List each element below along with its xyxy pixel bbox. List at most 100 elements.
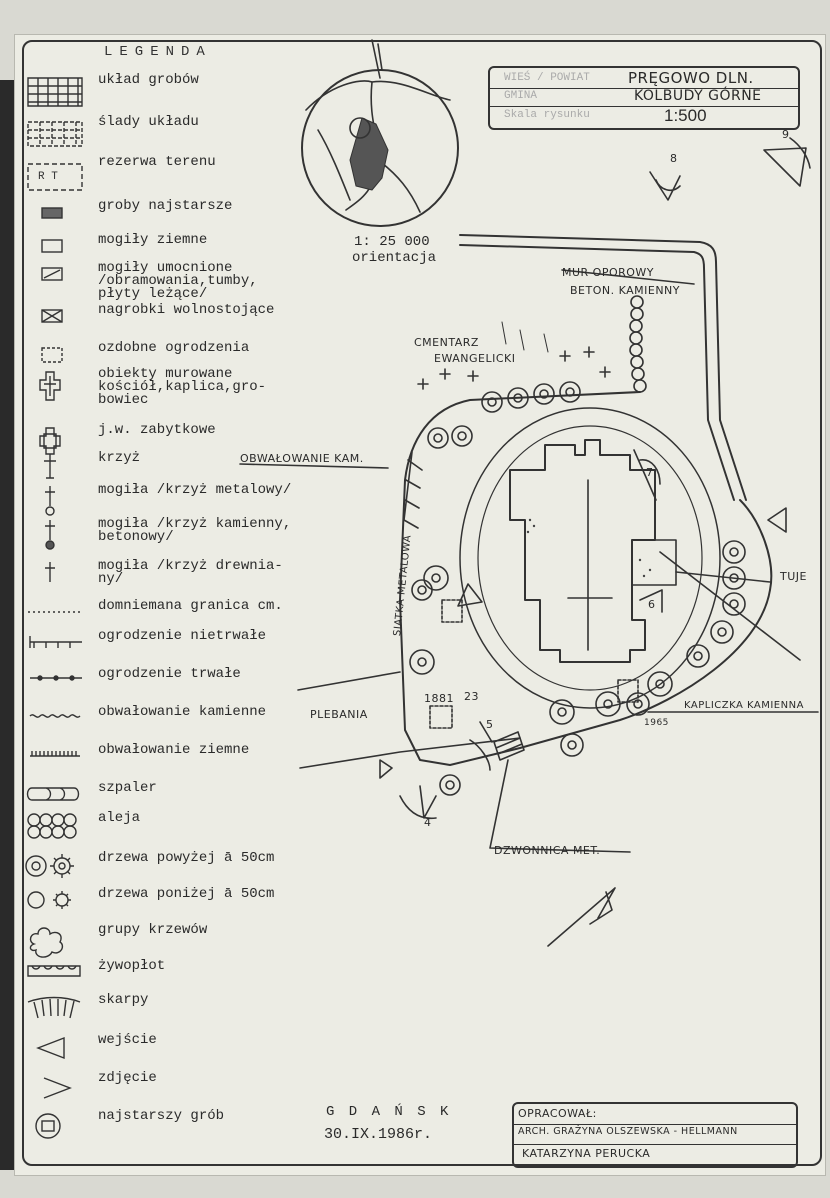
label-num-23: 23 [464,690,479,703]
legend-label: układ grobów [98,72,199,88]
legend-label: nagrobki wolnostojące [98,302,275,318]
photo-num-5: 5 [486,718,494,731]
slashed-rect-icon [41,267,63,281]
legend-label: obiekty murowane kościół,kaplica,gro- bo… [98,366,267,408]
scan-edge [0,80,14,1170]
legend-label: mogiły umocnione /obramowania,tumby, pły… [98,260,258,302]
legend-label: mogiły ziemne [98,232,208,248]
legend-label: żywopłot [98,958,166,974]
crossed-rect-icon [41,309,63,323]
legend-label: mogiła /krzyż kamienny, betonowy/ [98,516,292,545]
shrubs-icon [29,927,64,958]
trees-west [409,565,461,796]
footer-date: 30.IX.1986r. [324,1126,433,1143]
legend-label: wejście [98,1032,157,1048]
monument-icon [39,427,61,455]
hedge-icon [27,965,81,977]
slope-icon [27,996,81,1019]
faded-label-village: WIEŚ / POWIAT [504,72,590,84]
permanent-fence-icon [30,675,82,681]
big-tree-icon [25,854,74,878]
wooden-cross-icon [45,562,55,582]
legend-label: rezerwa terenu [98,154,216,170]
author-2: KATARZYNA PERUCKA [522,1147,651,1160]
dotted-line-icon [28,611,82,613]
gmina-name: KOLBUDY GÓRNE [634,88,762,104]
title-block: WIEŚ / POWIAT GMINA Skala rysunku PRĘGOW… [488,66,800,130]
label-year-1881: 1881 [424,692,454,705]
photo-num-6: 6 [648,598,656,611]
footer-city: G D A Ń S K [326,1104,452,1120]
hedgerow-icon [26,787,80,801]
legend-label: najstarszy grób [98,1108,225,1124]
oldest-grave-icon [35,1113,61,1139]
cross-icon [44,454,56,479]
prepared-by-block: OPRACOWAŁ: ARCH. GRAŻYNA OLSZEWSKA - HEL… [512,1102,798,1168]
legend-label: groby najstarsze [98,198,233,214]
legend-label: ozdobne ogrodzenia [98,340,250,356]
avenue-icon [27,813,77,839]
legend-label: obwałowanie ziemne [98,742,250,758]
label-wall-material: BETON. KAMIENNY [570,284,681,297]
temporary-fence-icon [29,636,82,648]
earth-embankment-icon [30,751,80,757]
north-arrow [547,887,616,947]
legend-label: krzyż [98,450,141,466]
stone-cross-icon [45,520,55,550]
dashed-rect-icon [41,347,63,363]
photo-num-9: 9 [782,128,790,141]
legend-label: drzewa poniżej ā 50cm [98,886,275,902]
rect-icon [41,239,63,253]
label-stone-chapel: KAPLICZKA KAMIENNA [684,700,804,711]
inset-label: orientacja [352,250,437,266]
drawing-frame [22,40,822,1166]
orientation-inset [301,39,459,227]
legend-label: ogrodzenie nietrwałe [98,628,267,644]
prepared-label: OPRACOWAŁ: [518,1107,597,1120]
bell-tower [489,731,631,853]
label-cemetery: CMENTARZ [414,336,479,349]
reserve-icon: R T [27,163,83,191]
photo-icon [43,1077,72,1099]
legend-label: ślady układu [98,114,199,130]
photo-num-8: 8 [670,152,678,165]
filled-rect-icon [41,207,63,219]
legend-label: obwałowanie kamienne [98,704,267,720]
trees-north-arc [427,381,581,449]
legend-label: aleja [98,810,141,826]
legend-label: skarpy [98,992,149,1008]
legend-label: drzewa powyżej ā 50cm [98,850,275,866]
scale-value: 1:500 [664,106,707,125]
metal-cross-icon [45,486,55,516]
inset-scale: 1: 25 000 [354,234,430,250]
label-embankment: OBWAŁOWANIE KAM. [240,452,364,465]
legend-label: j.w. zabytkowe [98,422,216,438]
paper-sheet [14,34,826,1176]
church-icon [39,371,61,401]
photo-num-7: 7 [646,466,654,479]
legend-label: ogrodzenie trwałe [98,666,241,682]
legend-label: domniemana granica cm. [98,598,283,614]
legend-title: LEGENDA [104,44,212,60]
label-evangelical: EWANGELICKI [434,352,516,365]
grid-icon [27,77,83,107]
small-tree-icon [27,891,71,909]
stone-wall-beads [629,295,647,393]
faded-label-gmina: GMINA [504,90,538,102]
legend-label: mogiła /krzyż metalowy/ [98,482,292,498]
author-1: ARCH. GRAŻYNA OLSZEWSKA - HELLMANN [518,1126,738,1137]
faded-label-scale: Skala rysunku [504,109,590,121]
legend-label: zdjęcie [98,1070,157,1086]
label-bell-tower: DZWONNICA MET. [494,844,601,857]
label-year-1965: 1965 [644,718,669,728]
dashed-grid-icon [27,121,83,147]
label-thuja: TUJE [780,570,807,583]
label-retaining-wall: MUR OPOROWY [562,266,655,279]
stone-embankment-icon [29,714,81,718]
label-parsonage: PLEBANIA [310,708,368,721]
village-name: PRĘGOWO DLN. [628,69,754,87]
legend-label: szpaler [98,780,157,796]
entrance-icon [36,1036,65,1060]
photo-num-4: 4 [424,816,432,829]
